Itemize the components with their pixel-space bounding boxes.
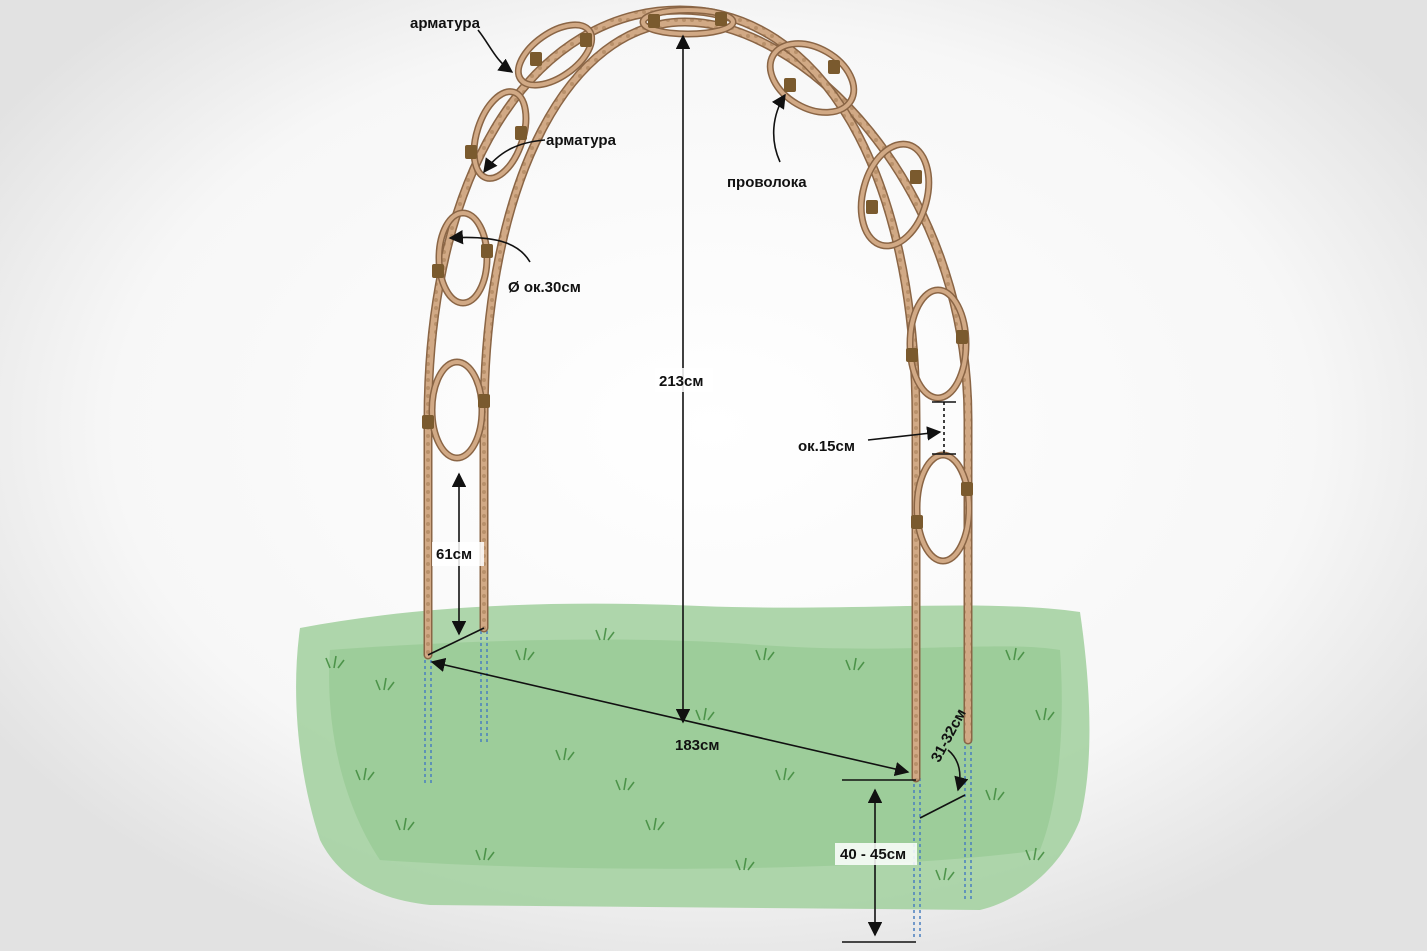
ring-right-1: [766, 40, 858, 116]
label-ring-gap: ок.15см: [798, 438, 855, 455]
label-wire: проволока: [727, 174, 807, 191]
ring-diameter-callout: [448, 230, 531, 263]
label-ground-depth: 40 - 45см: [840, 846, 906, 863]
ground-depth-label-bg: [835, 843, 917, 865]
ring-top: [639, 6, 737, 38]
depth-dimension: [919, 794, 966, 819]
callout-arrows: [448, 29, 786, 263]
base-tick: [427, 627, 485, 656]
ring-left-4: [514, 21, 596, 89]
label-rebar-ring: арматура: [546, 132, 617, 149]
wire-wraps: [422, 12, 973, 529]
wire-callout: [771, 93, 786, 163]
ring-right-4: [913, 451, 973, 565]
ring-right-2: [857, 140, 933, 250]
label-ring-diameter: Ø ок.30см: [508, 279, 581, 296]
height-label-bg: [655, 368, 713, 392]
label-bottom-clearance: 61см: [436, 546, 472, 563]
rear-arch: [479, 17, 973, 745]
rebar-top-callout: [477, 29, 514, 73]
ring-left-1: [428, 358, 486, 462]
ring-left-3: [470, 88, 530, 182]
label-height: 213см: [659, 373, 703, 390]
label-rebar-top: арматура: [410, 15, 481, 32]
label-width: 183см: [675, 737, 719, 754]
dimension-lines: [427, 34, 969, 943]
clearance-label-bg: [432, 542, 484, 566]
width-dimension: [430, 657, 910, 777]
rebar-ring-callout: [483, 139, 546, 174]
